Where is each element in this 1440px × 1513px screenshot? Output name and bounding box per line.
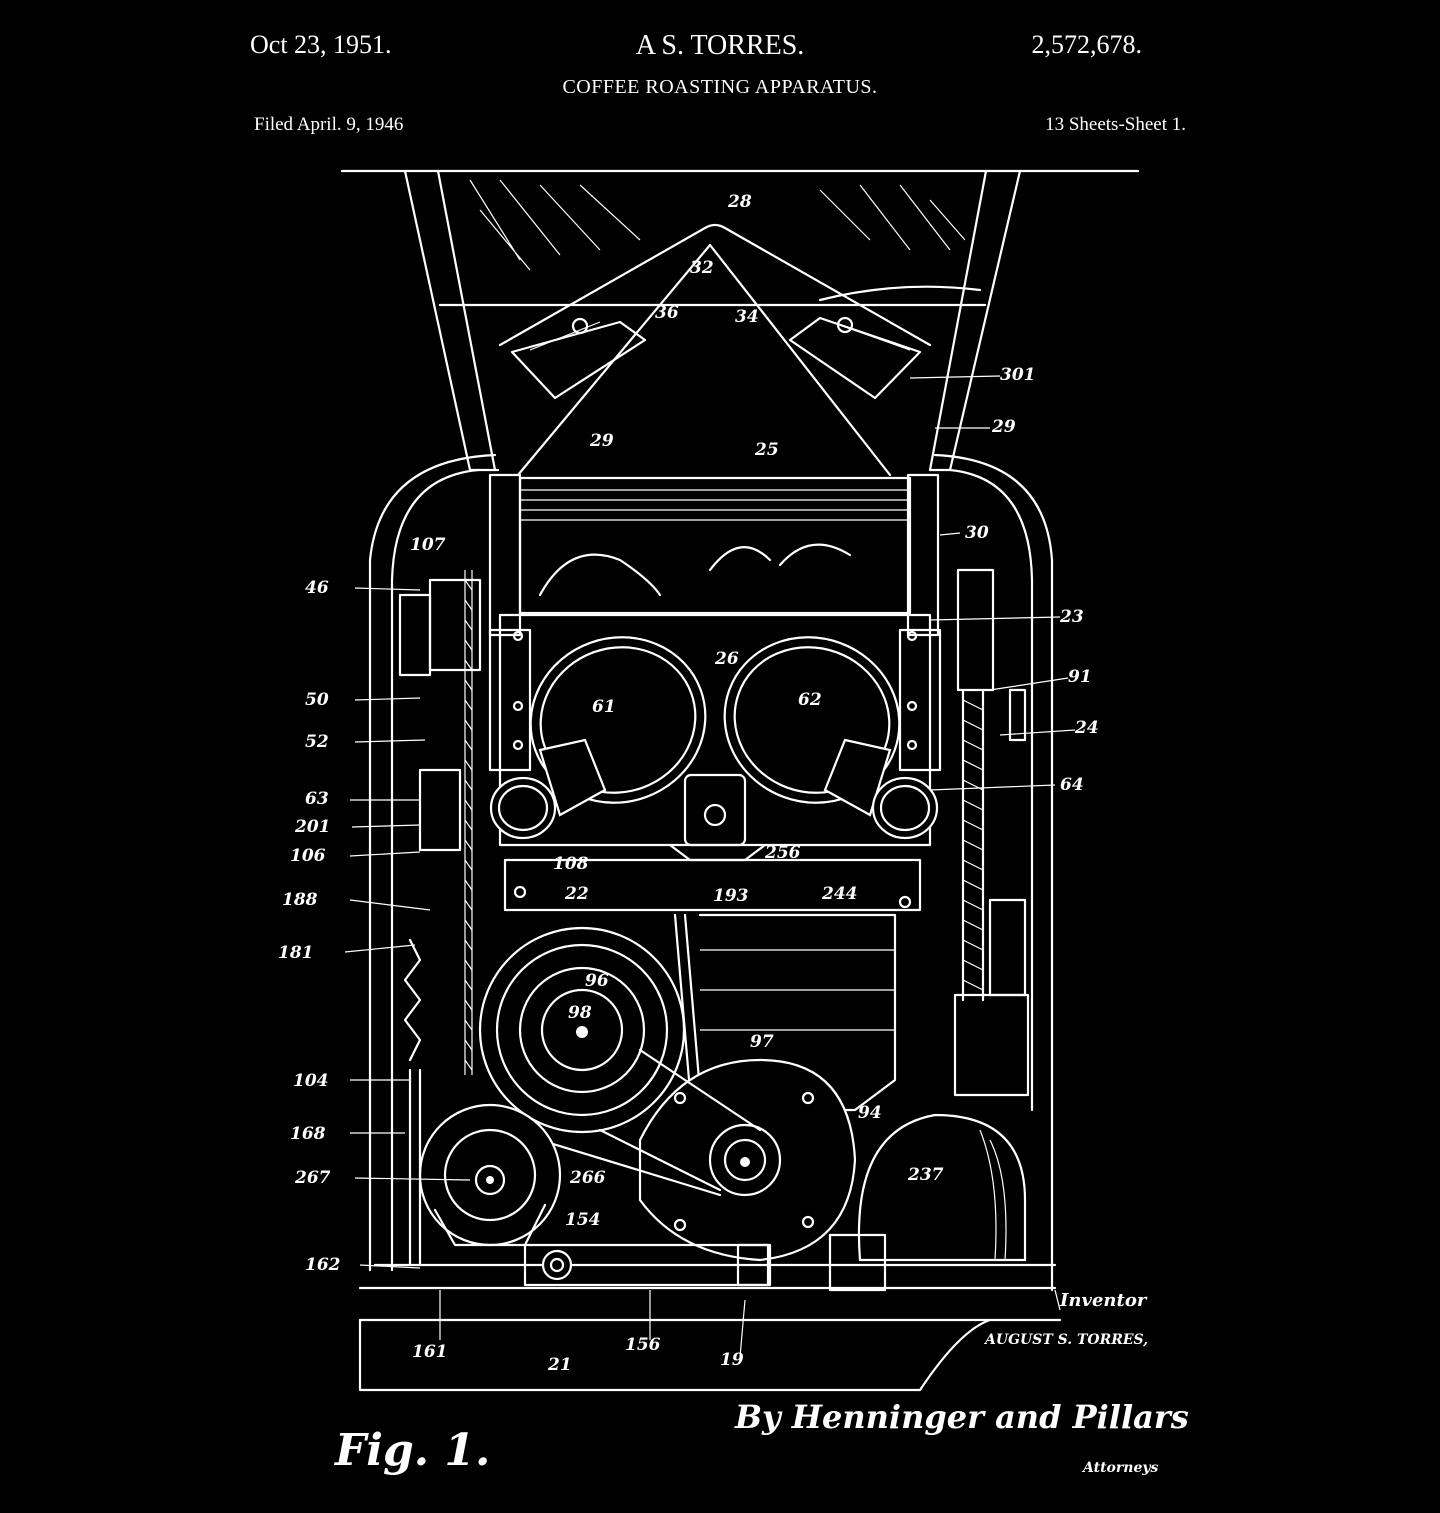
- ref-96: 96: [585, 971, 609, 991]
- ref-19: 19: [720, 1350, 744, 1370]
- attorneys-signature: By Henninger and Pillars: [734, 1398, 1189, 1436]
- ref-24: 24: [1074, 718, 1099, 738]
- patent-date: Oct 23, 1951.: [250, 30, 392, 59]
- patent-title: COFFEE ROASTING APPARATUS.: [562, 76, 878, 98]
- ref-29-left: 29: [589, 431, 614, 451]
- ref-29-right: 29: [991, 417, 1016, 437]
- ref-193: 193: [713, 886, 749, 906]
- patent-number: 2,572,678.: [1031, 30, 1143, 59]
- filed-date: Filed April. 9, 1946: [254, 114, 404, 135]
- ref-201: 201: [294, 817, 331, 837]
- ref-108: 108: [553, 854, 589, 874]
- ref-46: 46: [305, 578, 329, 598]
- ref-34: 34: [735, 307, 759, 327]
- ref-237: 237: [907, 1165, 944, 1185]
- inventor-caption: Inventor: [1059, 1290, 1148, 1311]
- ref-266: 266: [569, 1168, 606, 1188]
- ref-36: 36: [655, 303, 679, 323]
- ref-28: 28: [727, 192, 752, 212]
- reference-numerals: 28 32 36 34 301 29 29 25 107 30 46 23 26…: [278, 192, 1099, 1375]
- right-mechanism: [953, 568, 1030, 1097]
- pulley-96: [478, 926, 686, 1134]
- belt-97: [538, 1048, 762, 1197]
- ref-162: 162: [305, 1255, 341, 1275]
- burner-62: [723, 636, 939, 840]
- ref-154: 154: [565, 1210, 601, 1230]
- ref-23: 23: [1059, 607, 1084, 627]
- ref-50: 50: [305, 690, 329, 710]
- inventor-full-name: AUGUST S. TORRES,: [983, 1332, 1148, 1348]
- ref-188: 188: [282, 890, 318, 910]
- motor-94: [638, 1058, 857, 1262]
- ref-61: 61: [592, 697, 616, 717]
- ref-156: 156: [625, 1335, 661, 1355]
- ref-91: 91: [1068, 667, 1092, 687]
- ref-161: 161: [412, 1342, 448, 1362]
- ref-97: 97: [750, 1032, 774, 1052]
- attorneys-caption: Attorneys: [1081, 1460, 1158, 1476]
- left-mechanism: [398, 570, 482, 1267]
- ref-25: 25: [754, 440, 779, 460]
- ref-107: 107: [410, 535, 446, 555]
- pulley-267: [418, 1103, 562, 1247]
- roasting-chamber: [488, 473, 940, 637]
- ref-244: 244: [821, 884, 858, 904]
- ref-62: 62: [798, 690, 822, 710]
- sheet-count: 13 Sheets-Sheet 1.: [1045, 114, 1186, 135]
- burner-61: [489, 636, 707, 840]
- center-fitting: [668, 773, 767, 862]
- hopper: [403, 169, 1022, 472]
- ref-94: 94: [858, 1103, 882, 1123]
- cabinet: [358, 453, 1062, 1392]
- ref-267: 267: [294, 1168, 331, 1188]
- ref-26: 26: [714, 649, 739, 669]
- base-frame: [523, 1233, 887, 1292]
- ref-106: 106: [290, 846, 326, 866]
- ref-168: 168: [290, 1124, 326, 1144]
- ref-32: 32: [690, 258, 714, 278]
- inventor-leader: [1054, 1289, 1061, 1311]
- plate-22: [503, 858, 922, 912]
- figure-label: Fig. 1.: [333, 1425, 490, 1476]
- ref-63: 63: [305, 789, 329, 809]
- ref-52: 52: [305, 732, 329, 752]
- ref-104: 104: [293, 1071, 329, 1091]
- ref-256: 256: [764, 843, 801, 863]
- ref-21: 21: [547, 1355, 572, 1375]
- inventor-header: A S. TORRES.: [635, 30, 805, 61]
- blower-237: [857, 1113, 1027, 1262]
- ref-30: 30: [965, 523, 989, 543]
- deflector-cone: [498, 223, 932, 477]
- ref-181: 181: [278, 943, 314, 963]
- ref-301: 301: [1000, 365, 1036, 385]
- ref-64: 64: [1060, 775, 1084, 795]
- ref-22: 22: [564, 884, 589, 904]
- ref-98: 98: [568, 1003, 592, 1023]
- leader-lines: [344, 375, 1076, 1358]
